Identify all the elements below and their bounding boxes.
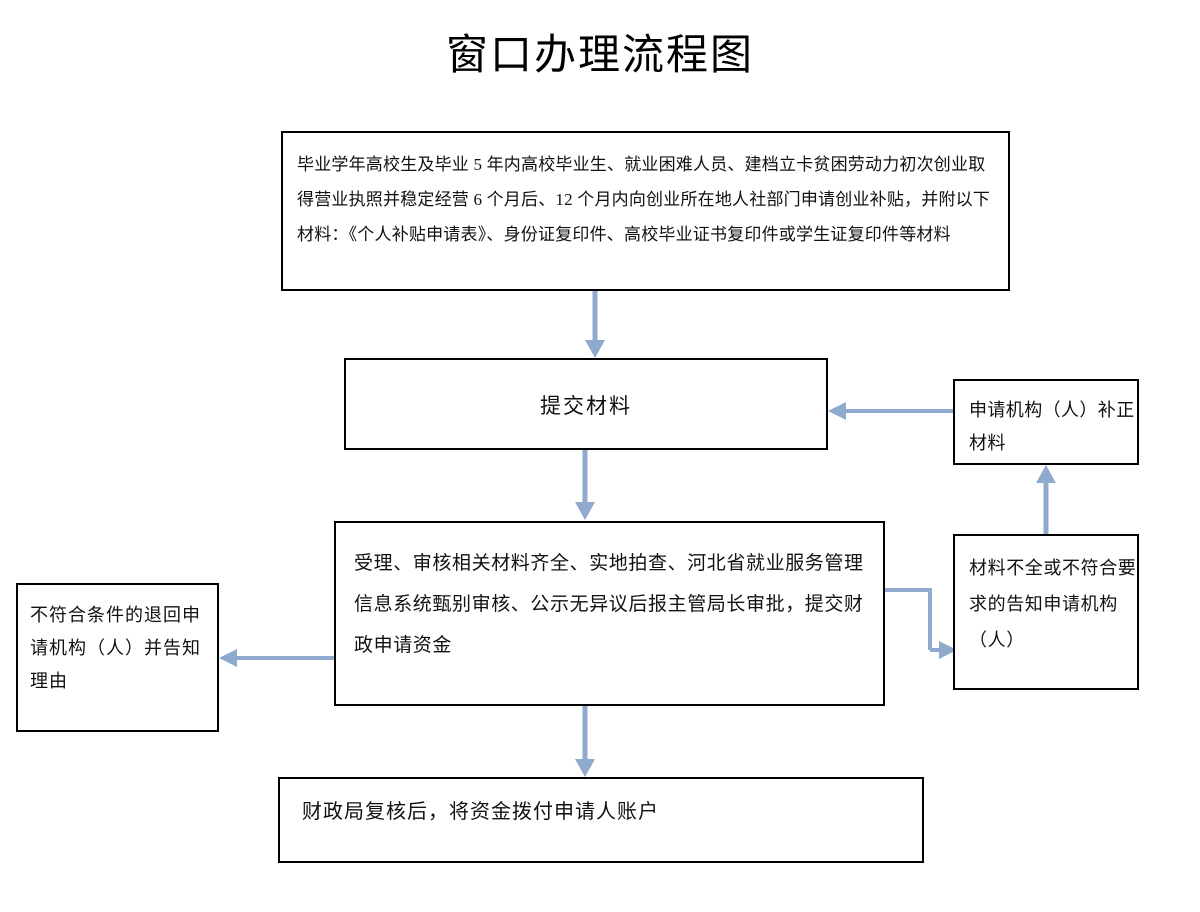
connector-supplement-to-submit xyxy=(826,398,956,424)
page-title: 窗口办理流程图 xyxy=(445,33,754,79)
node-applicant-supplement[interactable]: 申请机构（人）补正材料 xyxy=(953,379,1139,465)
connector-review-to-payout xyxy=(570,705,600,779)
connector-notify-to-supplement xyxy=(1032,463,1060,537)
connector-review-to-reject xyxy=(217,645,337,671)
node-incomplete-notify[interactable]: 材料不全或不符合要求的告知申请机构（人） xyxy=(953,534,1139,690)
node-review-text: 受理、审核相关材料齐全、实地拍查、河北省就业服务管理信息系统甄别审核、公示无异议… xyxy=(354,553,864,656)
node-supplement-text: 申请机构（人）补正材料 xyxy=(969,400,1135,453)
node-intake-requirements[interactable]: 毕业学年高校生及毕业 5 年内高校毕业生、就业困难人员、建档立卡贫困劳动力初次创… xyxy=(281,131,1010,291)
node-reject-return[interactable]: 不符合条件的退回申请机构（人）并告知理由 xyxy=(16,583,219,732)
node-notify-text: 材料不全或不符合要求的告知申请机构（人） xyxy=(969,558,1137,650)
node-intake-text: 毕业学年高校生及毕业 5 年内高校毕业生、就业困难人员、建档立卡贫困劳动力初次创… xyxy=(297,155,991,244)
node-finance-payout[interactable]: 财政局复核后，将资金拨付申请人账户 xyxy=(278,777,924,863)
node-submit-text: 提交材料 xyxy=(540,394,632,418)
connector-review-to-notify xyxy=(883,586,959,666)
node-submit-materials[interactable]: 提交材料 xyxy=(344,358,828,450)
node-reject-text: 不符合条件的退回申请机构（人）并告知理由 xyxy=(30,605,201,691)
node-payout-text: 财政局复核后，将资金拨付申请人账户 xyxy=(302,801,659,823)
connector-submit-to-review xyxy=(570,450,600,522)
node-review-approval[interactable]: 受理、审核相关材料齐全、实地拍查、河北省就业服务管理信息系统甄别审核、公示无异议… xyxy=(334,521,885,706)
connector-intake-to-submit xyxy=(580,290,610,360)
